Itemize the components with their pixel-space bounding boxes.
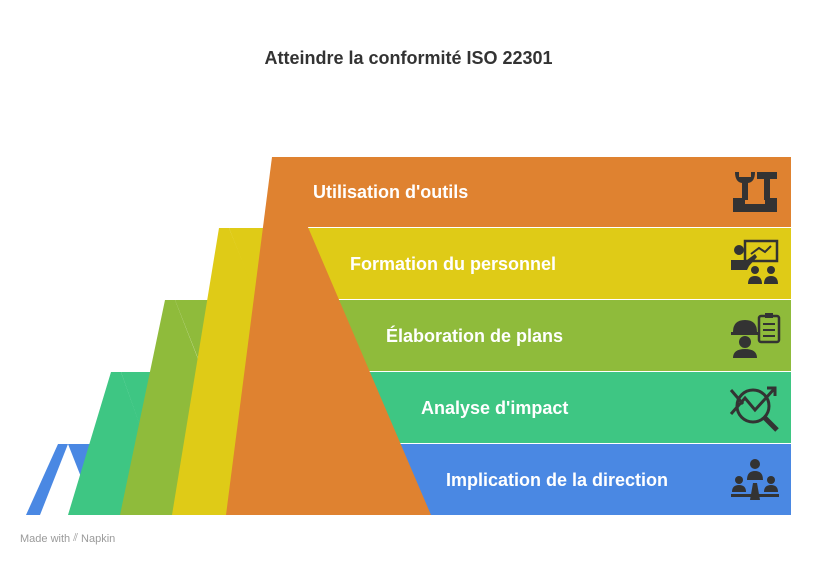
- leader-team-icon: [731, 459, 779, 500]
- presentation-training-icon: [731, 239, 779, 284]
- chart-magnifier-icon: [729, 386, 779, 432]
- step-utilisation-outils: Utilisation d'outils: [226, 157, 791, 515]
- step-2-label: Formation du personnel: [350, 254, 556, 274]
- tools-icon: [733, 172, 777, 212]
- brand-name: Napkin: [81, 532, 116, 545]
- step-1-label: Utilisation d'outils: [313, 182, 468, 202]
- step-2-bar: [229, 228, 791, 299]
- step-3-label: Élaboration de plans: [386, 325, 563, 346]
- step-4-label: Analyse d'impact: [421, 398, 568, 418]
- footer-attribution: Made with ⫽ Napkin: [20, 532, 115, 545]
- step-1-bar: [274, 157, 791, 227]
- made-with-text: Made with: [20, 532, 71, 545]
- step-5-label: Implication de la direction: [446, 470, 668, 490]
- napkin-logo-icon: ⫽: [73, 532, 79, 544]
- worker-checklist-icon: [731, 313, 781, 358]
- diagram-title: Atteindre la conformité ISO 22301: [264, 48, 553, 68]
- step-1-back-triangle: [226, 157, 431, 515]
- step-5-back-triangle: [26, 444, 68, 515]
